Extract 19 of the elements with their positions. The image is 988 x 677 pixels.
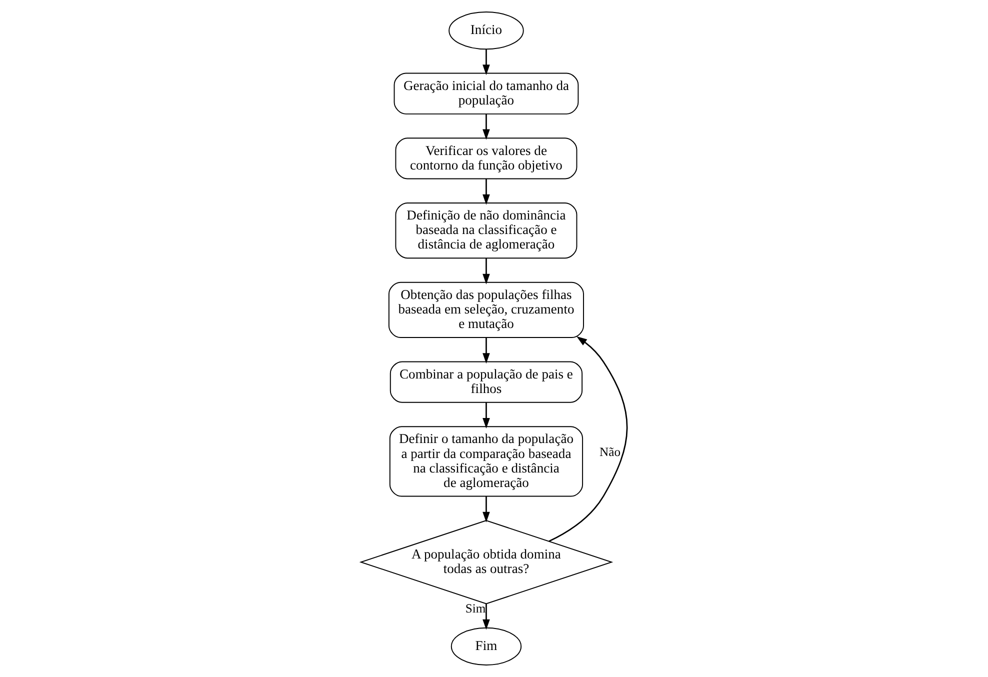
- node-box: Geração inicial do tamanho da população: [394, 72, 579, 114]
- node-box: Verificar os valores de contorno da função objetivo: [395, 138, 578, 180]
- node-box: Definição de não dominância baseada na classificação e distância de aglomeração: [395, 202, 578, 259]
- node-box: Definir o tamanho da população a partir da comparação baseada na classificação e distância de aglomeração: [389, 426, 584, 497]
- arrow: [482, 258, 490, 284]
- arrow: [482, 496, 490, 522]
- arrow: [482, 604, 490, 630]
- node-box: Combinar a população de pais e filhos: [390, 361, 583, 403]
- edge-label: Não: [600, 445, 621, 460]
- arrow: [482, 178, 490, 205]
- node-ellipse: Fim: [450, 627, 522, 666]
- arrow: [482, 338, 490, 364]
- arrow: [482, 402, 490, 429]
- arrow: [482, 49, 490, 76]
- node-ellipse: Início: [448, 12, 524, 50]
- arrow: [482, 114, 490, 140]
- node-box: Obtenção das populações filhas baseada em seleção, cruzamento e mutação: [388, 282, 584, 338]
- node-diamond: A população obtida domina todas as outras?: [359, 520, 614, 604]
- arrow: [548, 336, 628, 542]
